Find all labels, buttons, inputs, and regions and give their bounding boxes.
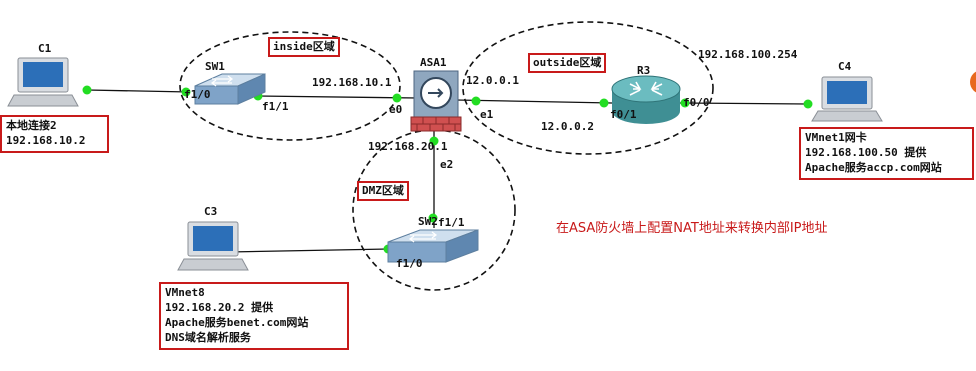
links xyxy=(86,89,809,253)
pc-c3-icon[interactable] xyxy=(177,221,249,271)
info-line: 192.168.20.2 提供 xyxy=(165,301,274,314)
nat-note: 在ASA防火墙上配置NAT地址来转换内部IP地址 xyxy=(556,221,828,236)
info-line: VMnet1网卡 xyxy=(805,131,867,144)
iface-r3-f00: f0/0 xyxy=(683,96,710,109)
iface-sw1-f11: f1/1 xyxy=(262,100,289,113)
info-line: Apache服务benet.com网站 xyxy=(165,316,309,329)
firewall-asa1-icon[interactable] xyxy=(410,70,462,132)
ip-asa-outside: 12.0.0.1 xyxy=(466,74,519,87)
ip-r3-inside: 12.0.0.2 xyxy=(541,120,594,133)
iface-sw1-f10: f1/0 xyxy=(184,88,211,101)
dmz-zone-ellipse xyxy=(352,129,516,291)
outside-zone-ellipse xyxy=(462,21,714,155)
iface-r3-f01: f0/1 xyxy=(610,108,637,121)
label-r3: R3 xyxy=(637,64,650,77)
info-line: Apache服务accp.com网站 xyxy=(805,161,942,174)
info-line: 192.168.100.50 提供 xyxy=(805,146,927,159)
info-line: VMnet8 xyxy=(165,286,205,299)
label-c3: C3 xyxy=(204,205,217,218)
ip-asa-inside: 192.168.10.1 xyxy=(312,76,392,89)
info-line: 192.168.10.2 xyxy=(6,134,86,147)
router-r3-icon[interactable] xyxy=(611,75,681,124)
iface-asa-e2: e2 xyxy=(440,158,453,171)
label-asa1: ASA1 xyxy=(420,56,447,69)
info-box-c4: VMnet1网卡 192.168.100.50 提供 Apache服务accp.… xyxy=(799,127,974,180)
label-sw1: SW1 xyxy=(205,60,225,73)
iface-sw2-f10: f1/0 xyxy=(396,257,423,270)
zone-label-outside: outside区域 xyxy=(528,53,607,73)
label-c1: C1 xyxy=(38,42,52,55)
link-c1-sw1 xyxy=(86,89,191,93)
zone-label-dmz: DMZ区域 xyxy=(357,181,409,201)
iface-asa-e1: e1 xyxy=(480,108,494,121)
switch-sw2-icon[interactable] xyxy=(387,229,479,263)
info-box-c1: 本地连接2 192.168.10.2 xyxy=(0,115,109,153)
switch-sw1-icon[interactable] xyxy=(194,73,266,105)
info-line: DNS域名解析服务 xyxy=(165,331,251,344)
link-sw1-asa xyxy=(256,95,419,99)
info-line: 本地连接2 xyxy=(6,119,57,132)
link-asa-r3 xyxy=(455,99,613,104)
pc-c1-icon[interactable] xyxy=(7,57,79,107)
label-sw2: SW2 xyxy=(418,215,438,228)
ip-r3-outside: 192.168.100.254 xyxy=(698,48,798,61)
iface-sw2-f11: f1/1 xyxy=(438,216,465,229)
partial-device-icon xyxy=(970,71,976,93)
link-r3-c4 xyxy=(679,102,809,105)
ip-asa-dmz: 192.168.20.1 xyxy=(368,140,448,153)
inside-zone-ellipse xyxy=(179,31,401,141)
info-box-c3: VMnet8 192.168.20.2 提供 Apache服务benet.com… xyxy=(159,282,349,350)
zone-label-inside: inside区域 xyxy=(268,37,340,57)
pc-c4-icon[interactable] xyxy=(811,76,883,122)
link-c3-sw2 xyxy=(227,248,389,253)
iface-asa-e0: e0 xyxy=(389,103,402,116)
label-c4: C4 xyxy=(838,60,852,73)
